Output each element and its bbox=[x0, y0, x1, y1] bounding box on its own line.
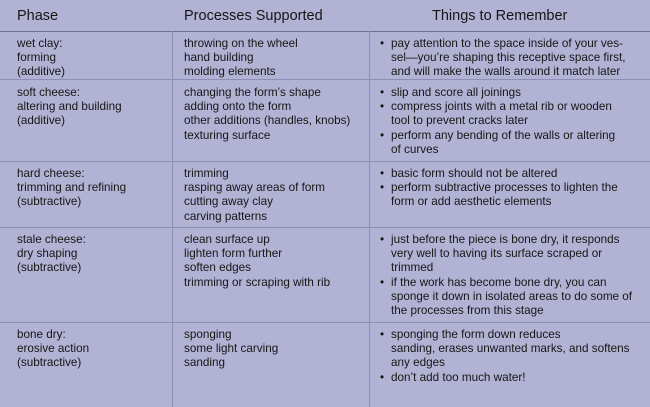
remember-text: any edges bbox=[391, 356, 445, 370]
bullet-item: perform any bending of the walls or alte… bbox=[378, 129, 640, 157]
processes-cell: changing the form’s shape adding onto th… bbox=[184, 86, 374, 143]
phase-text: dry shaping bbox=[17, 247, 78, 261]
row-divider bbox=[0, 79, 650, 80]
phase-text: (subtractive) bbox=[17, 356, 82, 370]
remember-text: sel—you’re shaping this receptive space … bbox=[391, 51, 626, 65]
remember-text: perform any bending of the walls or alte… bbox=[391, 128, 616, 142]
remember-text: tool to prevent cracks later bbox=[391, 114, 529, 128]
phase-text: trimming and refining bbox=[17, 181, 127, 195]
remember-text: form or add aesthetic elements bbox=[391, 195, 552, 209]
remember-text: compress joints with a metal rib or wood… bbox=[391, 100, 612, 114]
phase-text: erosive action bbox=[17, 342, 90, 356]
process-text: molding elements bbox=[184, 65, 276, 79]
phase-text: hard cheese: bbox=[17, 167, 85, 180]
phase-cell: wet clay: forming (additive) bbox=[17, 37, 167, 80]
remember-text: don’t add too much water! bbox=[391, 370, 526, 384]
table-header: Phase Processes Supported Things to Reme… bbox=[0, 0, 650, 32]
remember-text: basic form should not be altered bbox=[391, 167, 558, 180]
remember-text: of curves bbox=[391, 142, 439, 156]
process-text: texturing surface bbox=[184, 128, 271, 142]
process-text: throwing on the wheel bbox=[184, 37, 298, 50]
phase-text: altering and building bbox=[17, 100, 122, 114]
phase-text: (subtractive) bbox=[17, 261, 82, 275]
header-phase: Phase bbox=[17, 8, 59, 24]
remember-cell: basic form should not be altered perform… bbox=[378, 167, 640, 210]
remember-text: slip and score all joinings bbox=[391, 86, 521, 99]
header-remember: Things to Remember bbox=[432, 8, 568, 24]
processes-cell: throwing on the wheel hand building mold… bbox=[184, 37, 374, 80]
process-text: adding onto the form bbox=[184, 100, 292, 114]
bullet-item: compress joints with a metal rib or wood… bbox=[378, 100, 640, 128]
remember-text: and will make the walls around it match … bbox=[391, 65, 621, 79]
bullet-item: don’t add too much water! bbox=[378, 371, 640, 385]
phase-cell: stale cheese: dry shaping (subtractive) bbox=[17, 233, 167, 276]
remember-cell: just before the piece is bone dry, it re… bbox=[378, 233, 640, 318]
bullet-item: just before the piece is bone dry, it re… bbox=[378, 233, 640, 276]
process-text: carving patterns bbox=[184, 209, 268, 223]
processes-cell: trimming rasping away areas of form cutt… bbox=[184, 167, 374, 224]
header-processes: Processes Supported bbox=[184, 8, 323, 24]
remember-text: the processes from this stage bbox=[391, 304, 544, 318]
bullet-item: sponging the form down reduces sanding, … bbox=[378, 328, 640, 371]
process-text: sanding bbox=[184, 356, 225, 370]
row-divider bbox=[0, 227, 650, 228]
process-text: other additions (handles, knobs) bbox=[184, 114, 351, 128]
remember-text: very well to having its surface scraped … bbox=[391, 247, 603, 261]
column-divider bbox=[369, 31, 370, 407]
row-divider bbox=[0, 161, 650, 162]
remember-text: trimmed bbox=[391, 261, 434, 275]
process-text: sponging bbox=[184, 328, 232, 341]
process-text: soften edges bbox=[184, 261, 251, 275]
phase-text: soft cheese: bbox=[17, 86, 81, 99]
phase-cell: hard cheese: trimming and refining (subt… bbox=[17, 167, 167, 210]
remember-text: sponge it down in isolated areas to do s… bbox=[391, 289, 633, 303]
bullet-item: pay attention to the space inside of you… bbox=[378, 37, 640, 80]
phase-cell: soft cheese: altering and building (addi… bbox=[17, 86, 167, 129]
process-text: trimming or scraping with rib bbox=[184, 275, 331, 289]
bullet-item: if the work has become bone dry, you can… bbox=[378, 276, 640, 319]
remember-text: perform subtractive processes to lighten… bbox=[391, 181, 618, 195]
column-divider bbox=[172, 31, 173, 407]
phase-text: bone dry: bbox=[17, 328, 66, 341]
bullet-item: perform subtractive processes to lighten… bbox=[378, 181, 640, 209]
phase-text: forming bbox=[17, 51, 56, 65]
remember-cell: pay attention to the space inside of you… bbox=[378, 37, 640, 80]
phase-text: stale cheese: bbox=[17, 233, 86, 246]
row-divider bbox=[0, 322, 650, 323]
remember-text: sponging the form down reduces bbox=[391, 328, 561, 341]
remember-text: sanding, erases unwanted marks, and soft… bbox=[391, 342, 630, 356]
process-text: rasping away areas of form bbox=[184, 181, 325, 195]
bullet-item: slip and score all joinings bbox=[378, 86, 640, 100]
remember-text: if the work has become bone dry, you can bbox=[391, 275, 607, 289]
remember-cell: slip and score all joinings compress joi… bbox=[378, 86, 640, 157]
remember-text: just before the piece is bone dry, it re… bbox=[391, 233, 620, 246]
process-text: trimming bbox=[184, 167, 229, 180]
process-text: some light carving bbox=[184, 342, 279, 356]
phase-text: (subtractive) bbox=[17, 195, 82, 209]
phase-cell: bone dry: erosive action (subtractive) bbox=[17, 328, 167, 371]
phase-text: (additive) bbox=[17, 65, 66, 79]
process-text: clean surface up bbox=[184, 233, 270, 246]
processes-cell: sponging some light carving sanding bbox=[184, 328, 374, 371]
process-text: cutting away clay bbox=[184, 195, 273, 209]
process-text: changing the form’s shape bbox=[184, 86, 321, 99]
remember-text: pay attention to the space inside of you… bbox=[391, 37, 623, 50]
bullet-item: basic form should not be altered bbox=[378, 167, 640, 181]
remember-cell: sponging the form down reduces sanding, … bbox=[378, 328, 640, 385]
phase-text: wet clay: bbox=[17, 37, 63, 50]
phase-text: (additive) bbox=[17, 114, 66, 128]
processes-cell: clean surface up lighten form further so… bbox=[184, 233, 374, 290]
process-text: lighten form further bbox=[184, 247, 283, 261]
process-text: hand building bbox=[184, 51, 254, 65]
